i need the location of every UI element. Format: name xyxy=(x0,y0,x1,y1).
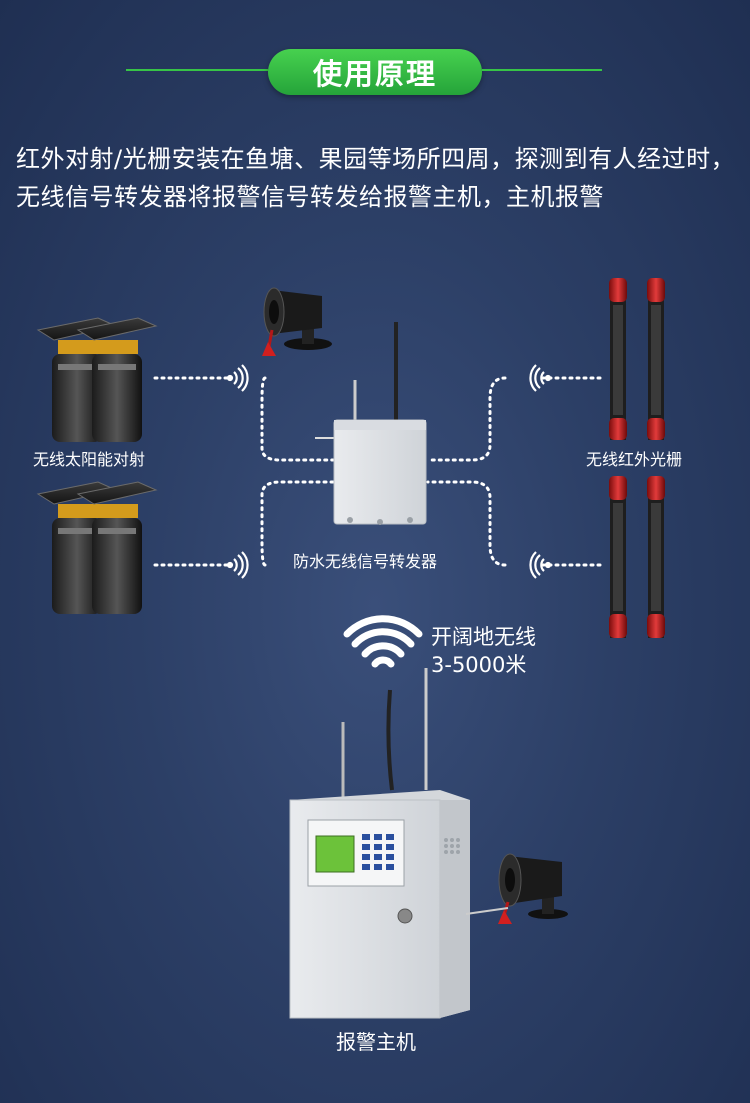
wave-icon xyxy=(529,551,552,579)
link-grating-top-repeater xyxy=(426,376,507,462)
intro-text: 红外对射/光栅安装在鱼塘、果园等场所四周，探测到有人经过时，无线信号转发器将报警… xyxy=(16,145,736,211)
page-title: 使用原理 xyxy=(268,49,482,95)
ir-grating-label: 无线红外光栅 xyxy=(586,450,683,469)
solar-beam-detector-bottom xyxy=(36,481,158,614)
wave-icon xyxy=(226,364,249,392)
host-label: 报警主机 xyxy=(336,1030,416,1054)
solar-beam-detector-top xyxy=(36,317,158,442)
link-grating-bottom-repeater xyxy=(426,480,507,567)
range-text: 开阔地无线 3-5000米 xyxy=(431,623,536,679)
range-line2: 3-5000米 xyxy=(431,653,527,677)
range-line1: 开阔地无线 xyxy=(431,625,536,649)
header-divider-left xyxy=(126,69,268,71)
wave-icon xyxy=(226,551,249,579)
link-solar-top-repeater xyxy=(260,376,335,462)
header-divider-right xyxy=(482,69,602,71)
ir-grating-bottom xyxy=(609,476,665,638)
signal-repeater xyxy=(315,322,427,525)
repeater-label: 防水无线信号转发器 xyxy=(293,552,438,571)
wave-icon xyxy=(529,364,552,392)
wireless-range-icon xyxy=(343,615,423,668)
wave-icons xyxy=(226,364,552,579)
siren-bottom xyxy=(465,853,568,924)
section-header: 使用原理 xyxy=(0,40,750,104)
siren-top xyxy=(262,287,332,356)
alarm-host-unit xyxy=(289,668,470,1019)
link-solar-bottom-repeater xyxy=(260,480,335,567)
solar-beam-label: 无线太阳能对射 xyxy=(33,450,146,469)
ir-grating-top xyxy=(609,278,665,440)
